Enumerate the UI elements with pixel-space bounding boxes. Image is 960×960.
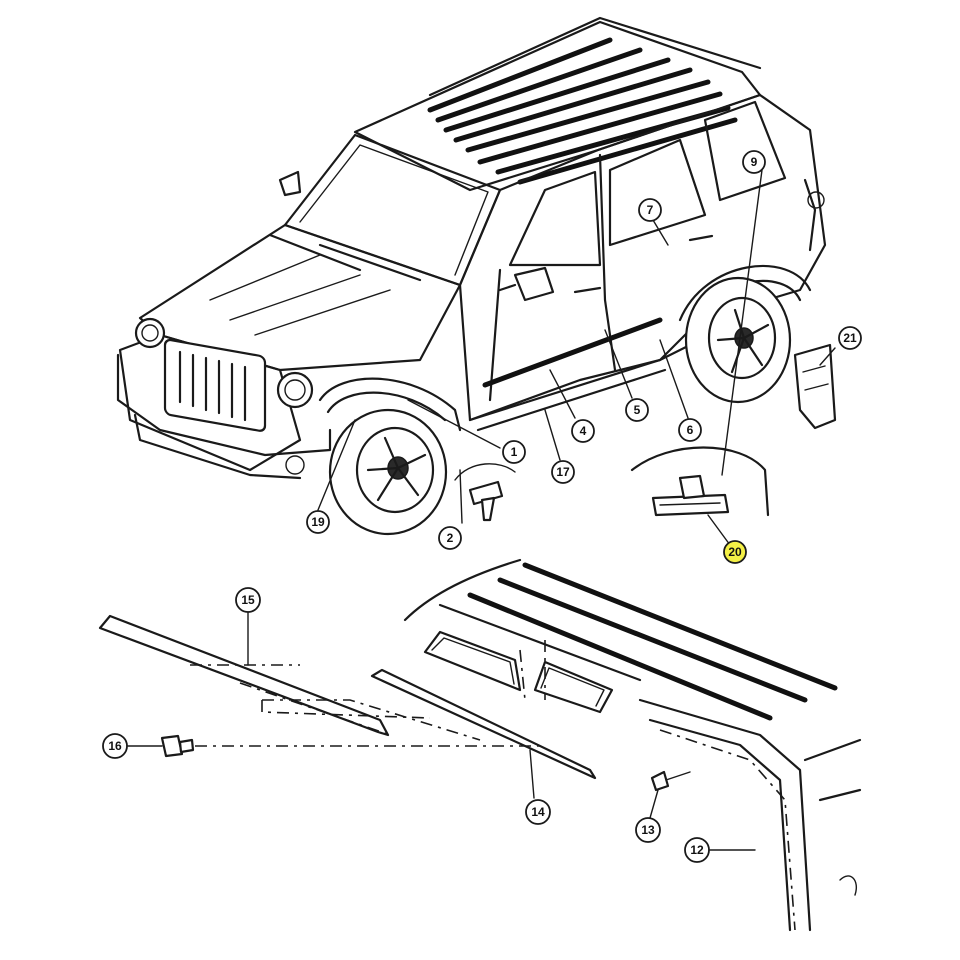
svg-text:5: 5 — [634, 403, 641, 417]
inset-detail-20 — [630, 446, 770, 517]
callout-13: 13 — [635, 817, 661, 843]
callout-19: 19 — [306, 510, 330, 534]
clip-part-2 — [454, 463, 516, 522]
svg-text:7: 7 — [647, 203, 654, 217]
svg-text:1: 1 — [511, 445, 518, 459]
vehicle-drawing — [116, 16, 827, 536]
callout-9: 9 — [742, 150, 766, 174]
svg-text:9: 9 — [751, 155, 758, 169]
roof-rack-slats — [427, 37, 738, 185]
callout-12: 12 — [684, 837, 710, 863]
svg-text:16: 16 — [108, 739, 122, 753]
front-grille — [163, 338, 267, 432]
callout-15: 15 — [235, 587, 261, 613]
drip-molding-15 — [98, 614, 391, 737]
screw-16 — [160, 734, 540, 758]
svg-text:13: 13 — [641, 823, 655, 837]
roof-detail-view — [403, 558, 862, 932]
callout-17: 17 — [551, 460, 575, 484]
drip-molding-14 — [261, 668, 597, 780]
callout-6: 6 — [678, 418, 702, 442]
callout-4: 4 — [571, 419, 595, 443]
svg-text:19: 19 — [311, 515, 325, 529]
mud-flap-21 — [793, 343, 837, 430]
rear-wheel — [684, 276, 792, 404]
side-molding — [482, 317, 663, 388]
right-headlight — [276, 371, 314, 409]
callout-20: 20 — [723, 540, 747, 564]
svg-text:4: 4 — [580, 424, 587, 438]
callout-2: 2 — [438, 526, 462, 550]
svg-text:14: 14 — [531, 805, 545, 819]
leader-lines — [127, 169, 836, 851]
callout-16: 16 — [102, 733, 128, 759]
callout-21: 21 — [838, 326, 862, 350]
svg-text:6: 6 — [687, 423, 694, 437]
left-headlight — [134, 317, 166, 349]
svg-text:15: 15 — [241, 593, 255, 607]
svg-text:2: 2 — [447, 531, 454, 545]
callout-14: 14 — [525, 799, 551, 825]
svg-text:17: 17 — [556, 465, 570, 479]
front-wheel — [328, 408, 448, 536]
screw-13 — [650, 770, 691, 792]
svg-text:12: 12 — [690, 843, 704, 857]
callout-5: 5 — [625, 398, 649, 422]
svg-text:20: 20 — [728, 545, 742, 559]
svg-text:21: 21 — [843, 331, 857, 345]
callout-7: 7 — [638, 198, 662, 222]
callout-1: 1 — [502, 440, 526, 464]
